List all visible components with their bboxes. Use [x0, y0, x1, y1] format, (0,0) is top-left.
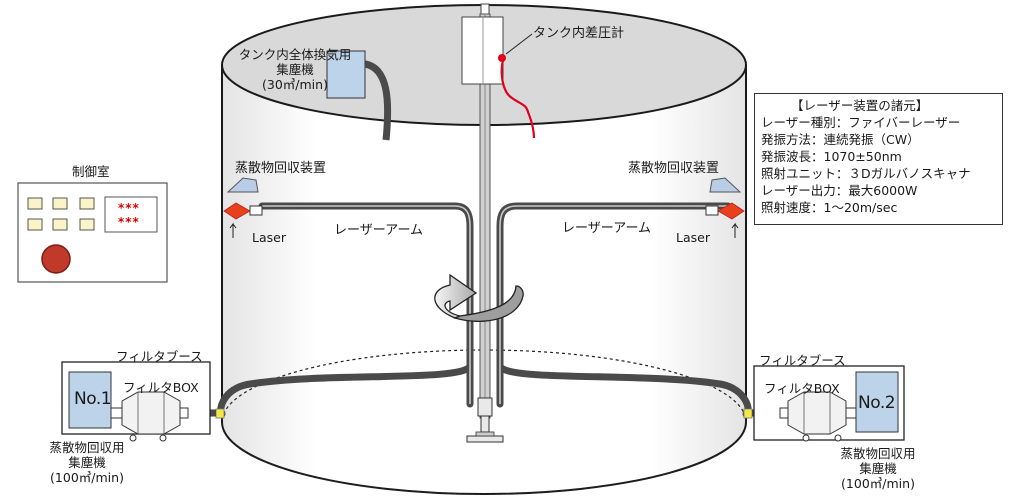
control-display-line1: ***: [118, 201, 140, 215]
right-collector-label: 蒸散物回収用 集塵機 (100㎥/min): [818, 446, 938, 491]
right-collector-line3: (100㎥/min): [841, 476, 915, 491]
right-collector-line2: 集塵機: [859, 461, 897, 476]
bottom-right-duct: [496, 362, 752, 418]
right-booth-title: フィルタブース: [759, 353, 846, 368]
left-laser-label: Laser: [252, 230, 286, 245]
left-coupler: [215, 408, 225, 419]
left-laser-head: [223, 177, 263, 220]
pressure-gauge: [461, 16, 536, 139]
right-filter-booth: [753, 365, 905, 442]
left-filter-booth: [61, 361, 211, 442]
right-coupler: [743, 408, 753, 419]
spec-line-1: レーザー種別：ファイバーレーザー: [761, 115, 961, 130]
right-unit-label: No.2: [858, 393, 896, 413]
left-collector-label: 蒸散物回収用 集塵機 (100㎥/min): [24, 440, 150, 485]
left-collector-line3: (100㎥/min): [50, 470, 124, 485]
left-booth-title: フィルタブース: [116, 349, 203, 364]
spec-line-5: レーザー出力：最大6000W: [761, 183, 918, 198]
right-laser-head: [705, 177, 745, 220]
bottom-left-duct: [217, 362, 474, 418]
right-filter-box-label: フィルタBOX: [764, 381, 840, 396]
right-laser-label: Laser: [676, 230, 710, 245]
control-display-line2: ***: [118, 215, 140, 229]
right-arm-label: レーザーアーム: [562, 221, 652, 236]
pressure-gauge-label: タンク内差圧計: [533, 26, 625, 41]
ventilator: [326, 50, 392, 141]
spec-line-6: 照射速度：1～20m/sec: [761, 200, 898, 215]
left-collector-line2: 集塵機: [68, 455, 106, 470]
spec-line-3: 発振波長：1070±50nm: [761, 149, 902, 164]
laser-pointers: [229, 222, 739, 238]
control-panel: [17, 182, 168, 283]
spec-line-4: 照射ユニット：３Dガルバノスキャナ: [761, 166, 971, 181]
ventilator-label-line2: 集塵機: [276, 62, 314, 77]
control-button: [41, 244, 71, 274]
specs-title: 【レーザー装置の諸元】: [791, 98, 929, 113]
left-arm-label: レーザーアーム: [334, 223, 424, 238]
laser-specs-box: 【レーザー装置の諸元】 レーザー種別：ファイバーレーザー 発振方法：連続発振（C…: [754, 93, 1003, 225]
right-collector-line1: 蒸散物回収用: [840, 446, 916, 461]
duct-highlights: [262, 205, 728, 404]
tank-bottom-ellipse: [221, 349, 747, 495]
ventilator-label-line3: (30㎥/min): [262, 77, 328, 92]
left-recovery-label: 蒸散物回収装置: [235, 161, 327, 176]
spec-line-2: 発振方法：連続発振（CW）: [761, 132, 920, 147]
control-room-title: 制御室: [72, 164, 110, 179]
left-collector-line1: 蒸散物回収用: [49, 440, 125, 455]
left-filter-box-label: フィルタBOX: [123, 380, 199, 395]
ventilator-label: タンク内全体換気用 集塵機 (30㎥/min): [232, 47, 358, 92]
rotate-arrow-icon: [434, 273, 524, 322]
right-recovery-label: 蒸散物回収装置: [628, 161, 720, 176]
left-unit-label: No.1: [74, 389, 112, 409]
ventilator-label-line1: タンク内全体換気用: [238, 47, 352, 62]
